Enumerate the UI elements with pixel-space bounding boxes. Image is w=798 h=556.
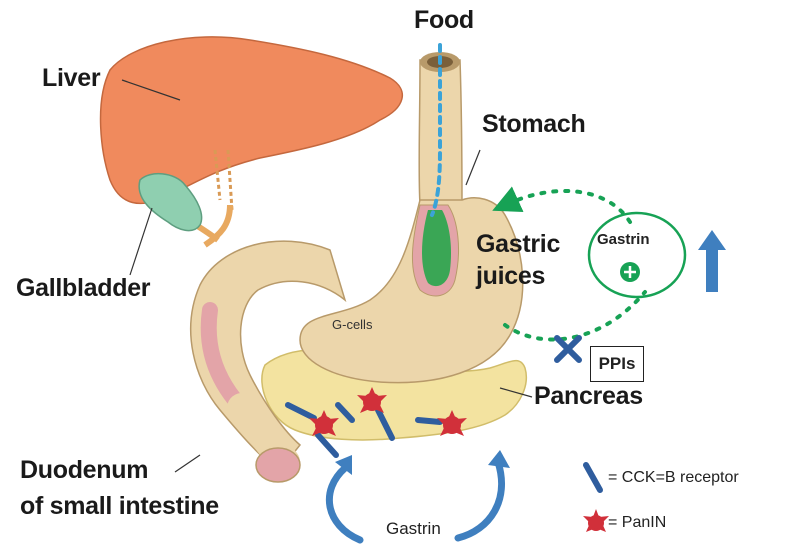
- block-x-icon: [557, 338, 579, 360]
- gastrin-oval-label: Gastrin: [597, 232, 650, 247]
- increase-arrow-icon: [698, 230, 726, 292]
- feedback-loop-bottom: [505, 292, 645, 340]
- gastric-juice-shape: [422, 210, 451, 286]
- ppis-box: PPIs: [590, 346, 644, 382]
- gastrin-feedback-oval: [589, 213, 685, 297]
- gastric-juices-label-line1: Gastric: [476, 232, 560, 257]
- feedback-loop-top: [505, 191, 630, 222]
- gastrin-arrow-left: [329, 468, 360, 540]
- stomach-label: Stomach: [482, 112, 585, 137]
- gastrin-bottom-label: Gastrin: [386, 520, 441, 537]
- g-cells-label: G-cells: [332, 318, 372, 331]
- duodenum-label-line1: Duodenum: [20, 458, 148, 483]
- food-label: Food: [414, 8, 474, 33]
- legend-panin-icon: [583, 509, 609, 532]
- gallbladder-label: Gallbladder: [16, 276, 150, 301]
- ppis-label: PPIs: [599, 354, 636, 374]
- legend-receptor-icon: [586, 465, 600, 490]
- pancreas-label: Pancreas: [534, 384, 643, 409]
- gastrin-arrow-right: [458, 462, 502, 538]
- gastric-juices-label-line2: juices: [476, 264, 545, 289]
- legend-panin-text: = PanIN: [608, 515, 666, 531]
- liver-label: Liver: [42, 66, 100, 91]
- duodenum-label-line2: of small intestine: [20, 494, 219, 519]
- legend-receptor-text: = CCK=B receptor: [608, 470, 739, 486]
